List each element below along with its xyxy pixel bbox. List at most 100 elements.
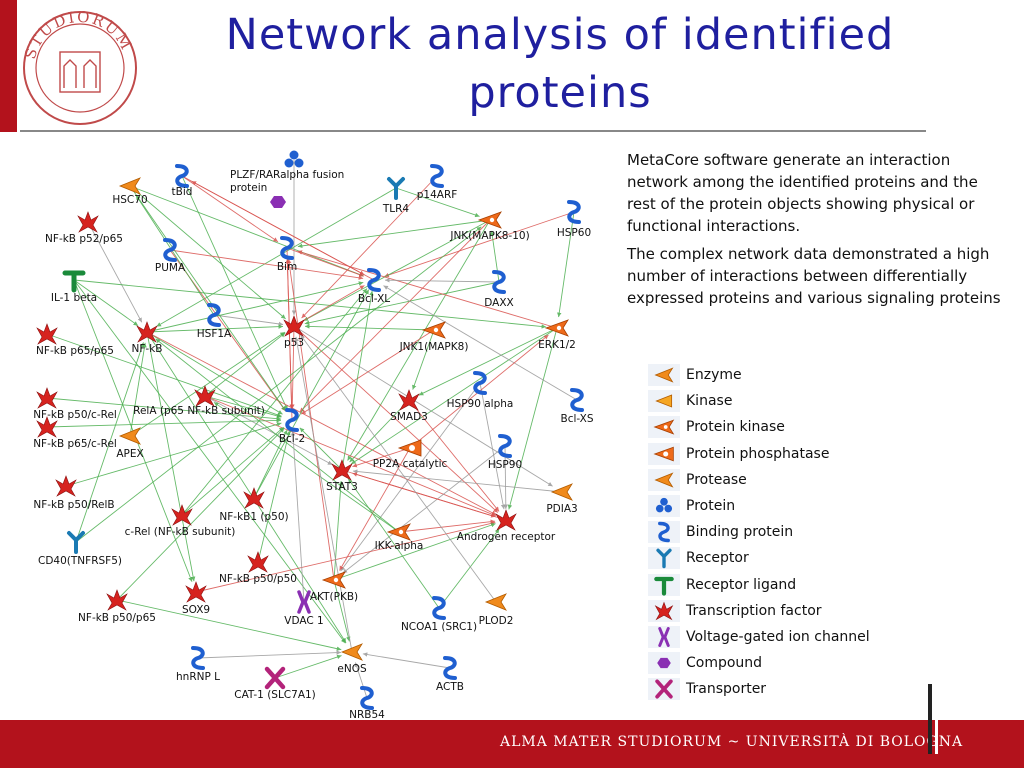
node-label: PP2A catalytic: [373, 458, 448, 470]
interaction-edge: [299, 219, 491, 413]
network-node-hsf1a: HSF1A: [197, 303, 232, 340]
network-node-tlr4: TLR4: [382, 177, 409, 215]
title-divider: [20, 130, 926, 132]
network-node-bcl2: Bcl-2: [279, 408, 305, 445]
protease-icon: [648, 468, 680, 491]
interaction-edge: [557, 211, 575, 318]
tf-node-icon: [194, 385, 216, 407]
network-node-hnrnpl: hnRNP L: [176, 646, 220, 683]
interaction-edge: [352, 469, 563, 493]
binding-node-icon: [285, 408, 299, 432]
seal-text: STUDIORUM: [21, 8, 134, 62]
node-label: VDAC 1: [284, 615, 323, 627]
node-label: HSP90 alpha: [447, 398, 514, 410]
node-label: NF-kB p50/p50: [219, 573, 297, 585]
network-node-nfkb_p50relb: NF-kB p50/RelB: [33, 475, 115, 511]
network-node-nfkb_p65p65: NF-kB p65/p65: [36, 323, 114, 357]
transcription-factor-icon: [648, 599, 680, 622]
network-node-nfkb_p50crel: NF-kB p50/c-Rel: [33, 387, 117, 421]
network-node-bim: Bim: [277, 236, 297, 273]
interaction-edge: [398, 519, 496, 533]
interaction-edge: [181, 175, 288, 411]
interaction-edge: [301, 329, 435, 415]
protein-phosphatase-icon: [648, 442, 680, 465]
enzyme-node-icon: [550, 483, 573, 501]
network-node-pdia3: PDIA3: [546, 483, 578, 515]
interaction-edge: [146, 281, 364, 333]
tf-node-icon: [36, 387, 58, 409]
network-node-puma: PUMA: [155, 238, 186, 274]
interaction-edge: [333, 522, 496, 581]
network-node-apex: APEX: [116, 427, 144, 460]
network-node-il1b: IL-1 beta: [51, 270, 97, 304]
brand-side-bar: [0, 0, 17, 132]
node-label: RelA (p65 NF-kB subunit): [133, 405, 265, 417]
interaction-edge: [286, 258, 335, 581]
node-label: CAT-1 (SLC7A1): [234, 689, 316, 701]
interaction-edge: [116, 427, 285, 601]
legend-item: Protease: [648, 467, 948, 493]
node-label: HSP90: [488, 459, 522, 471]
network-node-nfkb_p52p65: NF-kB p52/p65: [45, 211, 123, 245]
node-label: CD40(TNFRSF5): [38, 555, 122, 567]
interaction-edge: [135, 194, 215, 316]
legend-label: Compound: [686, 655, 763, 672]
tf-node-icon: [55, 475, 77, 497]
transporter-icon: [648, 678, 680, 701]
interaction-edge: [333, 579, 351, 642]
network-node-bclxs: Bcl-XS: [560, 388, 594, 425]
pkinase-node-icon: [544, 319, 569, 337]
node-label: ACTB: [436, 681, 464, 693]
node-label: p53: [284, 337, 304, 349]
node-label: HSC70: [112, 194, 147, 206]
network-node-nfkb_p65crel: NF-kB p65/c-Rel: [33, 416, 117, 450]
legend-item: Enzyme: [648, 362, 948, 388]
interaction-edge: [181, 175, 365, 276]
network-node-hsc70: HSC70: [112, 177, 148, 206]
network-node-hsp90: HSP90: [488, 434, 522, 471]
interaction-edge: [299, 427, 343, 471]
node-label: eNOS: [337, 663, 367, 675]
interaction-edge: [73, 279, 346, 644]
interaction-edge: [73, 279, 547, 329]
node-label: PDIA3: [546, 503, 577, 515]
compound-node-icon: [270, 196, 286, 208]
network-node-vdac1: VDAC 1: [284, 590, 324, 627]
binding-node-icon: [432, 596, 446, 620]
interaction-edge: [156, 187, 397, 327]
protein-kinase-icon: [648, 416, 680, 439]
node-label: hnRNP L: [176, 671, 220, 683]
node-label: NF-kB p50/c-Rel: [33, 409, 117, 421]
interaction-edge: [253, 429, 288, 499]
interaction-edge: [293, 325, 553, 487]
interaction-edge: [303, 219, 491, 322]
node-label: NF-kB p52/p65: [45, 233, 123, 245]
network-node-jnk1: JNK1(MAPK8): [399, 321, 468, 353]
pkinase-node-icon: [477, 211, 502, 229]
node-label: ERK1/2: [538, 339, 576, 351]
interaction-edge: [304, 281, 500, 325]
legend-item: Protein kinase: [648, 414, 948, 440]
node-label: NF-kB p50/RelB: [33, 499, 114, 511]
network-node-hsp90a: HSP90 alpha: [447, 371, 514, 410]
node-label: NF-kB p65/p65: [36, 345, 114, 357]
node-label: HSP60: [557, 227, 591, 239]
interaction-edge: [75, 342, 145, 543]
tf-node-icon: [398, 389, 420, 411]
node-label: NF-kB p50/p65: [78, 612, 156, 624]
network-node-hsp60: HSP60: [557, 200, 591, 239]
tf-node-icon: [171, 504, 193, 526]
network-node-ar: Androgen receptor: [457, 509, 556, 543]
interaction-edge: [384, 277, 500, 283]
enzyme-node-icon: [340, 643, 363, 661]
compound-icon: [648, 652, 680, 675]
interaction-edge: [204, 395, 282, 419]
binding-node-icon: [280, 236, 294, 260]
interaction-edge: [412, 329, 435, 390]
network-node-p53: p53: [283, 315, 305, 349]
legend-label: Receptor: [686, 550, 749, 567]
network-node-cat1: CAT-1 (SLC7A1): [234, 666, 316, 701]
footer-text: ALMA MATER STUDIORUM ~ UNIVERSITÀ DI BOL…: [500, 734, 964, 750]
